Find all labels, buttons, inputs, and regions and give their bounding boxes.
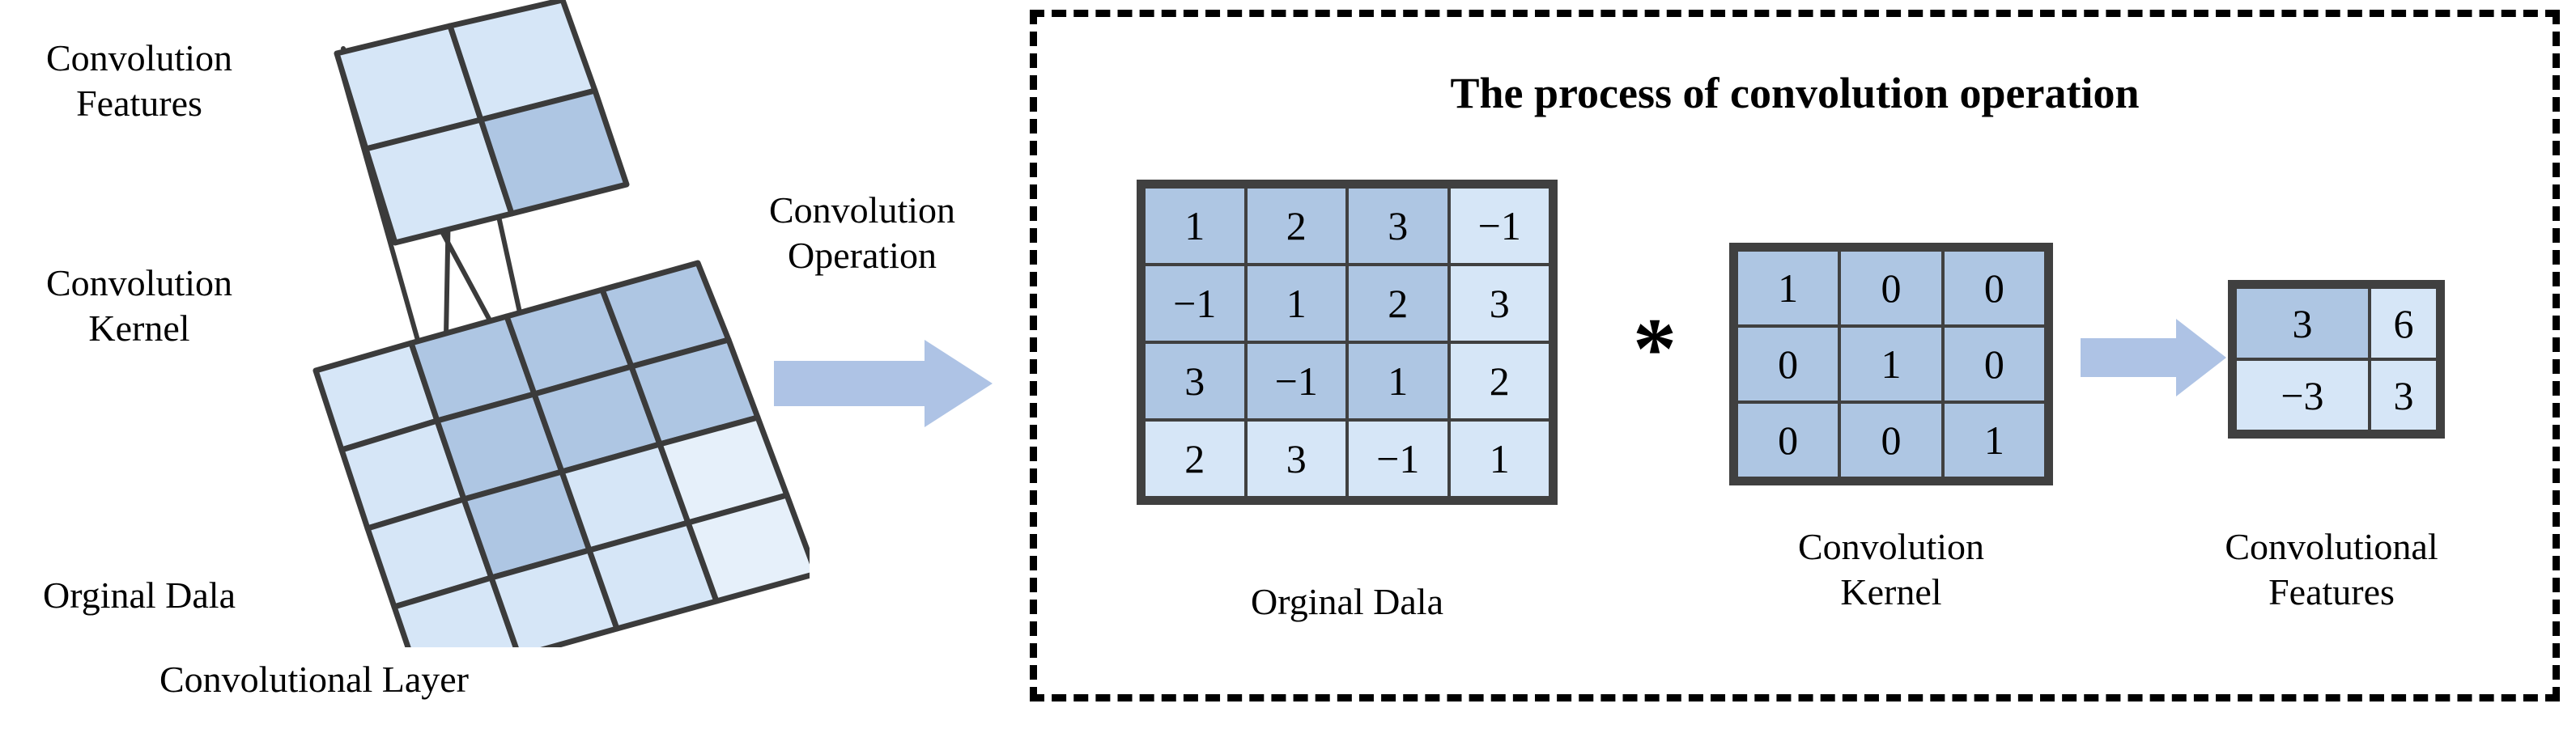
process-box-title: The process of convolution operation	[1450, 69, 2140, 117]
cell-input-0-2: 3	[1345, 185, 1451, 266]
cell-input-2-0: 3	[1142, 341, 1248, 422]
cell-input-3-2: −1	[1345, 418, 1451, 499]
table-row: 1 2 3 −1	[1142, 185, 1552, 266]
cell-input-1-2: 2	[1345, 263, 1451, 344]
table-row: −3 3	[2234, 358, 2440, 433]
matrix-convolution-kernel: 1 0 0 0 1 0 0 0 1	[1729, 243, 2053, 485]
caption-convolutional-features: Convolutional Features	[2225, 526, 2438, 613]
convolutional-layer-diagram	[312, 0, 810, 647]
cell-output-0-0: 3	[2234, 286, 2371, 361]
cell-input-1-3: 3	[1447, 263, 1552, 344]
label-convolution-features: Convolution Features	[45, 37, 233, 125]
caption-convolution-kernel: Convolution Kernel	[1797, 526, 1985, 613]
cell-kernel-2-1: 0	[1838, 401, 1945, 480]
result-arrow	[2081, 319, 2226, 396]
cell-kernel-0-0: 1	[1734, 248, 1842, 328]
label-convolution-operation: Convolution Operation	[768, 189, 956, 277]
label-convolution-kernel: Convolution Kernel	[45, 262, 233, 350]
convolution-operator-symbol: *	[1633, 301, 1677, 397]
cell-kernel-0-1: 0	[1838, 248, 1945, 328]
cell-kernel-1-0: 0	[1734, 324, 1842, 404]
cell-input-0-1: 2	[1243, 185, 1349, 266]
cell-kernel-2-2: 1	[1941, 401, 2048, 480]
cell-input-2-1: −1	[1243, 341, 1349, 422]
convolution-operation-arrow	[774, 340, 993, 427]
cell-kernel-1-2: 0	[1941, 324, 2048, 404]
cell-input-3-3: 1	[1447, 418, 1552, 499]
cell-kernel-0-2: 0	[1941, 248, 2048, 328]
matrix-original-data: 1 2 3 −1 −1 1 2 3 3 −1 1 2 2 3 −1 1	[1137, 180, 1558, 505]
cell-output-1-0: −3	[2234, 358, 2371, 433]
cell-input-0-3: −1	[1447, 185, 1552, 266]
cell-input-2-2: 1	[1345, 341, 1451, 422]
table-row: 2 3 −1 1	[1142, 418, 1552, 499]
table-row: 0 1 0	[1734, 324, 2048, 404]
table-row: −1 1 2 3	[1142, 263, 1552, 344]
cell-input-1-0: −1	[1142, 263, 1248, 344]
caption-original-data: Orginal Dala	[1250, 581, 1444, 622]
cell-input-3-0: 2	[1142, 418, 1248, 499]
cell-input-2-3: 2	[1447, 341, 1552, 422]
table-row: 3 −1 1 2	[1142, 341, 1552, 422]
label-convolutional-layer: Convolutional Layer	[159, 659, 469, 700]
label-orginal-dala: Orginal Dala	[42, 574, 236, 616]
cell-output-0-1: 6	[2367, 286, 2440, 361]
table-row: 0 0 1	[1734, 401, 2048, 480]
cell-input-0-0: 1	[1142, 185, 1248, 266]
cell-kernel-2-0: 0	[1734, 401, 1842, 480]
cell-input-3-1: 3	[1243, 418, 1349, 499]
cell-kernel-1-1: 1	[1838, 324, 1945, 404]
table-row: 1 0 0	[1734, 248, 2048, 328]
matrix-convolutional-features: 3 6 −3 3	[2228, 280, 2445, 439]
table-row: 3 6	[2234, 286, 2440, 361]
cell-output-1-1: 3	[2367, 358, 2440, 433]
cell-input-1-1: 1	[1243, 263, 1349, 344]
